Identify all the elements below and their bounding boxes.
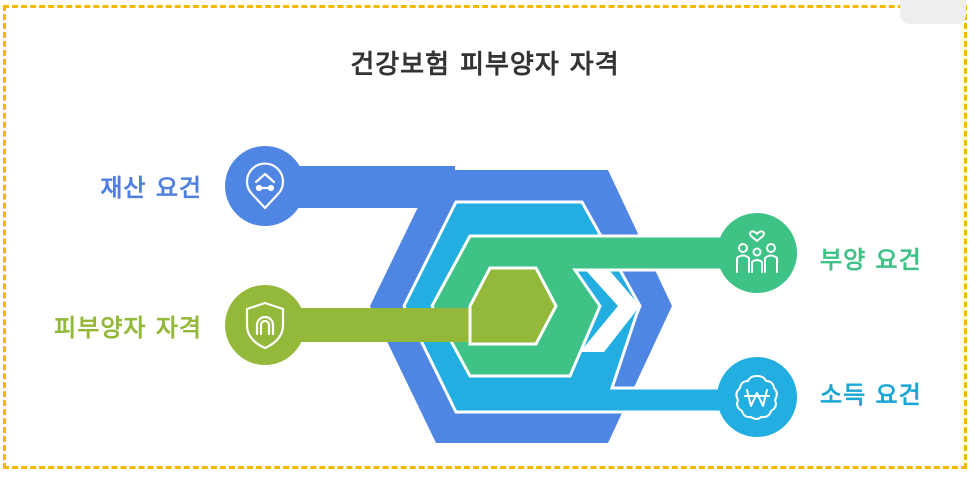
shield-magnet-icon: [245, 301, 285, 350]
asset-circle: [225, 146, 305, 226]
dependent-circle: [717, 213, 797, 293]
won-coin-icon: [735, 375, 778, 420]
asset-node: [225, 146, 305, 226]
corner-tab: [900, 0, 966, 24]
asset-requirement-label: 재산 요건: [100, 174, 202, 202]
income-node: [717, 357, 797, 437]
family-heart-icon: [736, 230, 778, 273]
dependent-node: [717, 213, 797, 293]
eligibility-circle: [225, 285, 305, 365]
eligibility-node: [225, 285, 305, 365]
dependent-requirement-label: 부양 요건: [820, 246, 922, 274]
income-chevron-gap: [580, 264, 640, 352]
diagram-title: 건강보험 피부양자 자격: [350, 50, 620, 80]
house-tools-icon: [245, 162, 285, 210]
eligibility-hexagon: [468, 266, 558, 346]
dashed-frame: [3, 5, 967, 469]
eligibility-label: 피부양자 자격: [54, 314, 202, 342]
income-requirement-label: 소득 요건: [820, 381, 922, 409]
